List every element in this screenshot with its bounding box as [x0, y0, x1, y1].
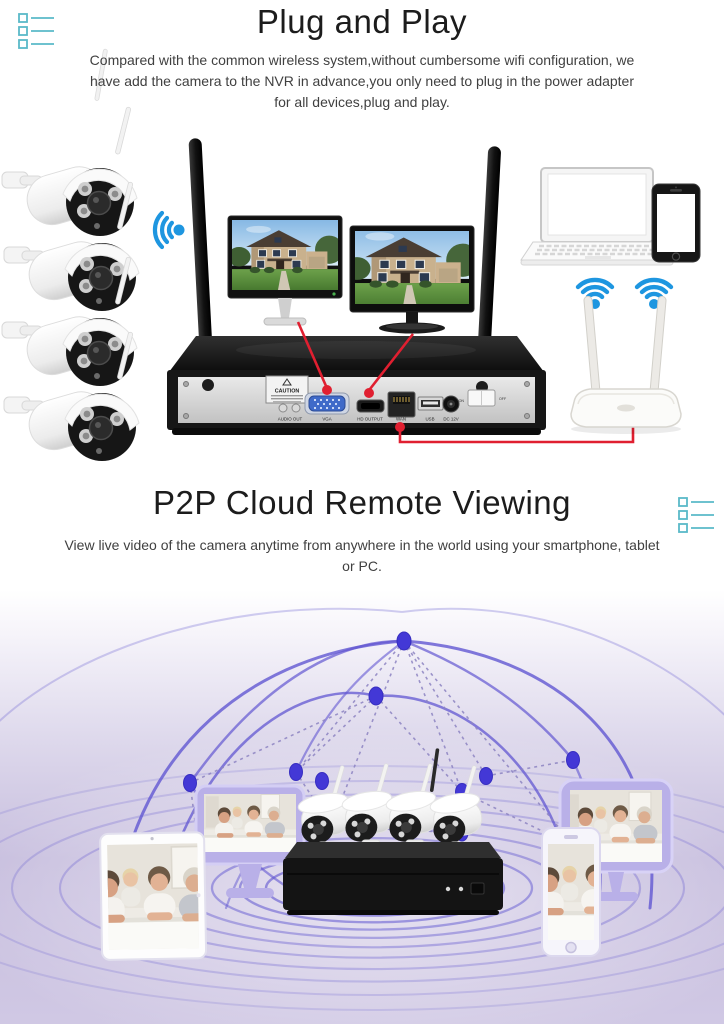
audio-out-jacks: [278, 403, 301, 413]
network-links: [189, 640, 576, 848]
laptop: [520, 167, 674, 266]
outer-arcs: [0, 607, 724, 722]
plug-play-title: Plug and Play: [256, 3, 468, 40]
connector-callouts: [296, 321, 635, 444]
remote-monitor-left: [194, 784, 306, 898]
wan-port: [387, 391, 416, 418]
plug-play-diagram: CAUTION: [1, 48, 701, 462]
vga-label: VGA: [322, 417, 331, 422]
switch-off-label: OFF: [499, 397, 507, 401]
caution-label: CAUTION: [275, 389, 300, 395]
remote-tablet: [99, 831, 208, 961]
audio-out-label: AUDIO OUT: [278, 417, 303, 422]
plug-play-description: Compared with the common wireless system…: [89, 52, 635, 110]
usb-label: USB: [425, 417, 434, 422]
hdmi-port: [356, 399, 385, 413]
vga-port: [304, 392, 350, 415]
wan-label: WAN: [396, 417, 406, 422]
list-icon: [678, 497, 714, 533]
usb-port: [417, 396, 444, 411]
list-icon: [18, 13, 54, 49]
router: [570, 295, 682, 434]
dc12v-label: DC 12V: [443, 417, 458, 422]
kit-nvr: [283, 842, 503, 915]
nvr-box: CAUTION: [167, 336, 546, 435]
port-labels: AUDIO OUT VGA HD OUTPUT WAN USB DC 12V: [278, 417, 459, 422]
wifi-icon: [152, 210, 185, 250]
switch-on-label: ON: [459, 399, 465, 403]
remote-phone: [541, 827, 601, 957]
caution-sticker: CAUTION: [265, 375, 309, 404]
smartphone: [651, 183, 701, 263]
p2p-illustration: [0, 590, 724, 1024]
p2p-title: P2P Cloud Remote Viewing: [152, 484, 572, 521]
wifi-icon: [578, 280, 612, 309]
camera-kit: [283, 748, 503, 915]
camera-stack: [1, 48, 140, 462]
monitor-2: [349, 225, 475, 334]
monitor-1: [227, 215, 343, 326]
p2p-description: View live video of the camera anytime fr…: [64, 537, 660, 574]
dc-power-jack: [442, 395, 460, 413]
hd-output-label: HD OUTPUT: [357, 417, 383, 422]
power-switch: ON OFF: [459, 389, 507, 407]
